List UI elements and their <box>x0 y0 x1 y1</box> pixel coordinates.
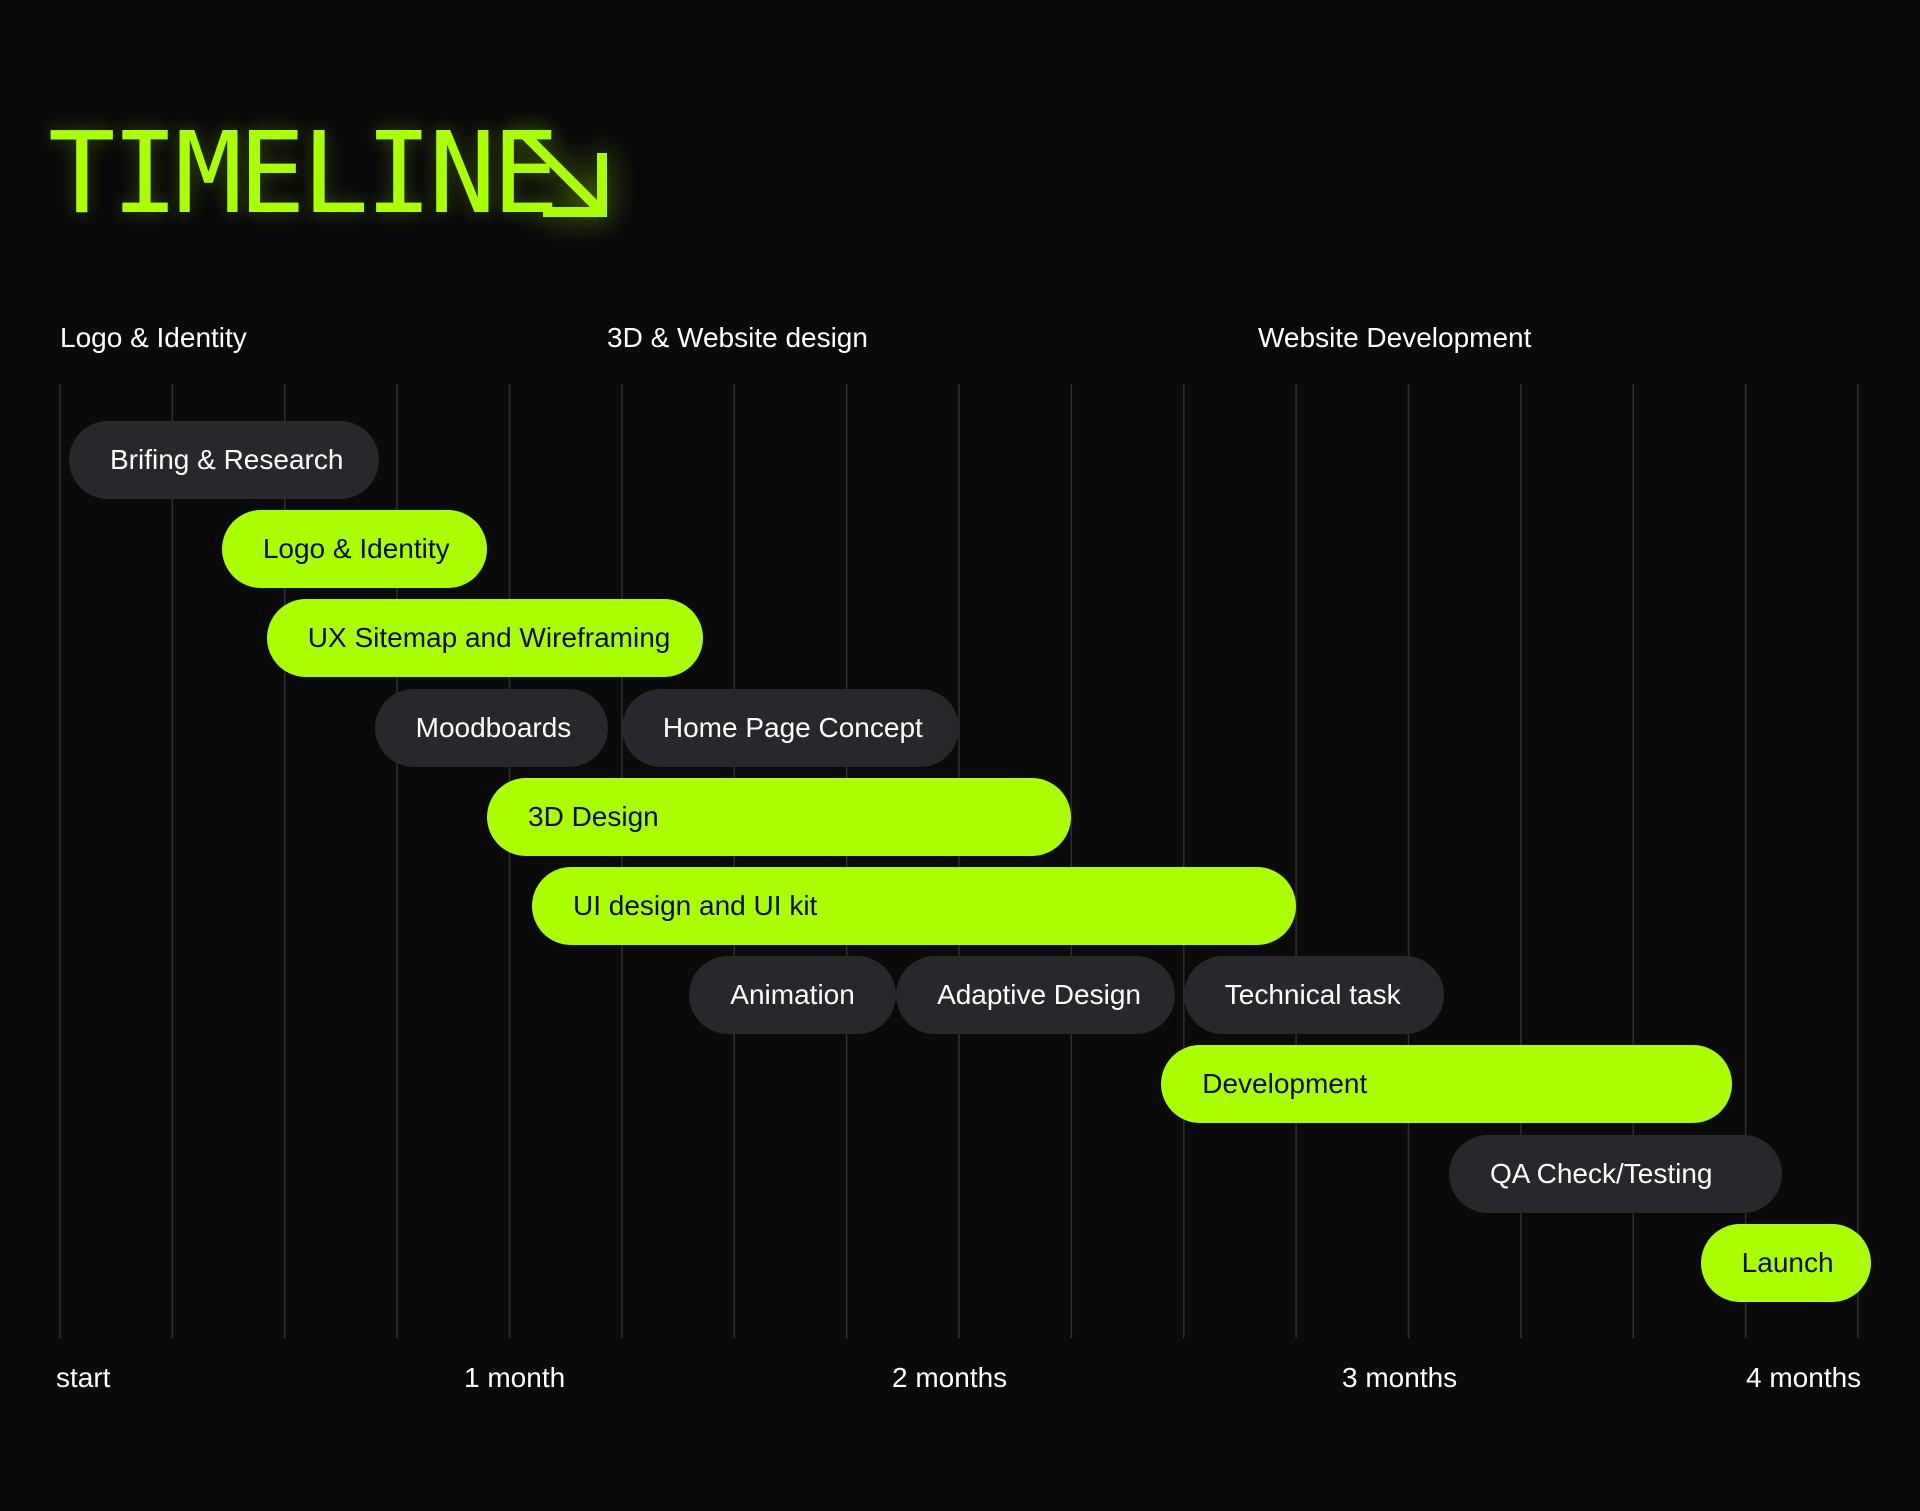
x-tick-label-1-month: 1 month <box>464 1362 566 1393</box>
task-bar-3d-design: 3D Design <box>487 777 1072 856</box>
phase-label-website-development: Website Development <box>1258 322 1532 353</box>
task-bar-development: Development <box>1161 1045 1733 1124</box>
task-bar-label: Brifing & Research <box>109 444 344 475</box>
x-tick-label-3-months: 3 months <box>1342 1362 1458 1393</box>
task-bar-launch: Launch <box>1700 1223 1872 1302</box>
task-bar-ui-design-and-ui-kit: UI design and UI kit <box>531 867 1297 945</box>
task-bar-label: Adaptive Design <box>937 979 1141 1011</box>
task-bar-logo-identity: Logo & Identity <box>221 510 488 589</box>
task-bar-label: UX Sitemap and Wireframing <box>307 622 671 654</box>
x-tick-label-start: start <box>56 1362 111 1393</box>
task-bar-moodboards: Moodboards <box>374 688 609 767</box>
task-bar-label: Logo & Identity <box>262 533 450 565</box>
phase-label-logo-identity: Logo & Identity <box>60 322 247 353</box>
task-bar-qa-check-testing: QA Check/Testing <box>1448 1134 1782 1213</box>
task-bar-label: Development <box>1202 1068 1368 1100</box>
task-bar-brifing-research: Brifing & Research <box>68 421 380 499</box>
task-bar-label: Home Page Concept <box>662 711 923 743</box>
task-bar-label: Moodboards <box>415 711 572 743</box>
task-bar-home-page-concept: Home Page Concept <box>621 688 959 767</box>
x-tick-label-4-months: 4 months <box>1746 1362 1862 1393</box>
arrow-down-right-icon <box>520 130 607 217</box>
task-bar-adaptive-design: Adaptive Design <box>896 956 1175 1035</box>
task-bar-label: QA Check/Testing <box>1489 1157 1713 1189</box>
task-bar-technical-task: Technical task <box>1183 956 1445 1035</box>
page-title: TIMELINE <box>48 109 559 239</box>
task-bar-ux-sitemap-and-wireframing: UX Sitemap and Wireframing <box>266 599 703 678</box>
task-bar-label: 3D Design <box>528 800 659 832</box>
phase-label-3d-website-design: 3D & Website design <box>607 322 868 353</box>
task-bar-label: Technical task <box>1224 979 1401 1011</box>
task-bar-animation: Animation <box>689 956 897 1035</box>
task-bar-label: Launch <box>1741 1246 1834 1278</box>
task-bar-label: UI design and UI kit <box>572 890 818 921</box>
x-tick-label-2-months: 2 months <box>892 1362 1008 1393</box>
task-bar-label: Animation <box>730 979 855 1011</box>
